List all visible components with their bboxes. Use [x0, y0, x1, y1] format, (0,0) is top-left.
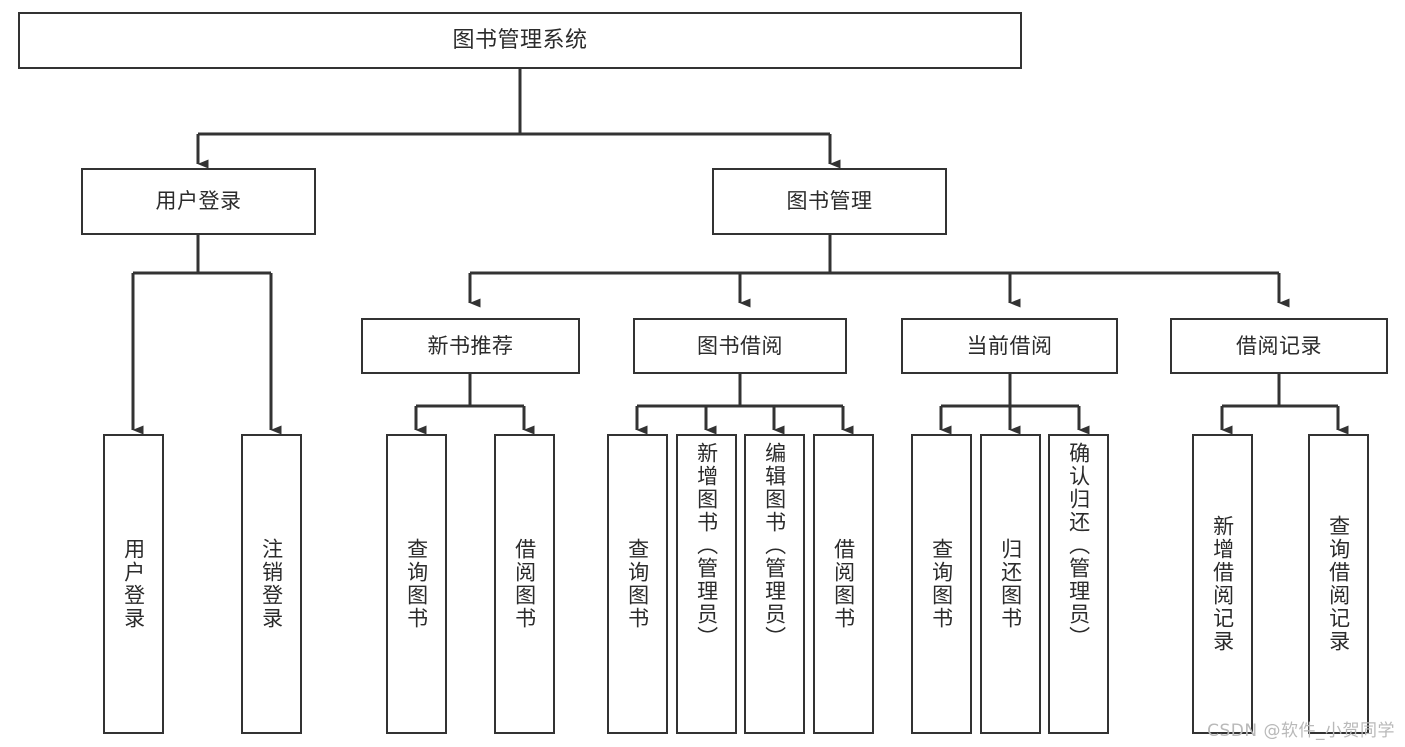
node-label: 查询图书 [929, 538, 954, 630]
node-user-login[interactable]: 用户登录 [81, 168, 316, 235]
node-label: 图书管理 [786, 189, 873, 214]
node-borrow-record[interactable]: 借阅记录 [1170, 318, 1388, 374]
node-label: 查询借阅记录 [1326, 515, 1351, 653]
leaf-query-book-nb[interactable]: 查询图书 [386, 434, 447, 734]
leaf-borrow-book-bb[interactable]: 借阅图书 [813, 434, 874, 734]
node-label: 图书管理系统 [452, 27, 588, 53]
leaf-query-book-bb[interactable]: 查询图书 [607, 434, 668, 734]
node-current-borrow[interactable]: 当前借阅 [901, 318, 1118, 374]
node-label: 新增借阅记录 [1210, 515, 1235, 653]
node-book-borrow[interactable]: 图书借阅 [633, 318, 847, 374]
node-label: 注销登录 [259, 538, 284, 630]
node-label: 图书借阅 [697, 333, 783, 358]
node-label: 归还图书 [998, 538, 1023, 630]
node-label: 新增图书（管理员） [694, 442, 719, 649]
node-label: 用户登录 [121, 538, 146, 630]
node-book-management[interactable]: 图书管理 [712, 168, 947, 235]
node-label: 编辑图书（管理员） [762, 442, 787, 649]
node-label: 用户登录 [155, 189, 242, 214]
leaf-borrow-book-nb[interactable]: 借阅图书 [494, 434, 555, 734]
node-label: 查询图书 [404, 538, 429, 630]
leaf-confirm-return-admin[interactable]: 确认归还（管理员） [1048, 434, 1109, 734]
node-label: 查询图书 [625, 538, 650, 630]
node-label: 确认归还（管理员） [1066, 442, 1091, 649]
watermark: CSDN @软件_小贺同学 [1207, 721, 1395, 741]
node-label: 借阅记录 [1236, 333, 1322, 358]
leaf-edit-book-admin[interactable]: 编辑图书（管理员） [744, 434, 805, 734]
leaf-add-borrow-record[interactable]: 新增借阅记录 [1192, 434, 1253, 734]
leaf-query-book-cb[interactable]: 查询图书 [911, 434, 972, 734]
node-label: 借阅图书 [831, 538, 856, 630]
node-new-book-recommend[interactable]: 新书推荐 [361, 318, 580, 374]
leaf-add-book-admin[interactable]: 新增图书（管理员） [676, 434, 737, 734]
node-root-system[interactable]: 图书管理系统 [18, 12, 1022, 69]
node-label: 借阅图书 [512, 538, 537, 630]
node-label: 新书推荐 [427, 333, 514, 358]
node-label: 当前借阅 [966, 333, 1053, 358]
leaf-query-borrow-record[interactable]: 查询借阅记录 [1308, 434, 1369, 734]
leaf-return-book[interactable]: 归还图书 [980, 434, 1041, 734]
leaf-user-login[interactable]: 用户登录 [103, 434, 164, 734]
leaf-logout[interactable]: 注销登录 [241, 434, 302, 734]
